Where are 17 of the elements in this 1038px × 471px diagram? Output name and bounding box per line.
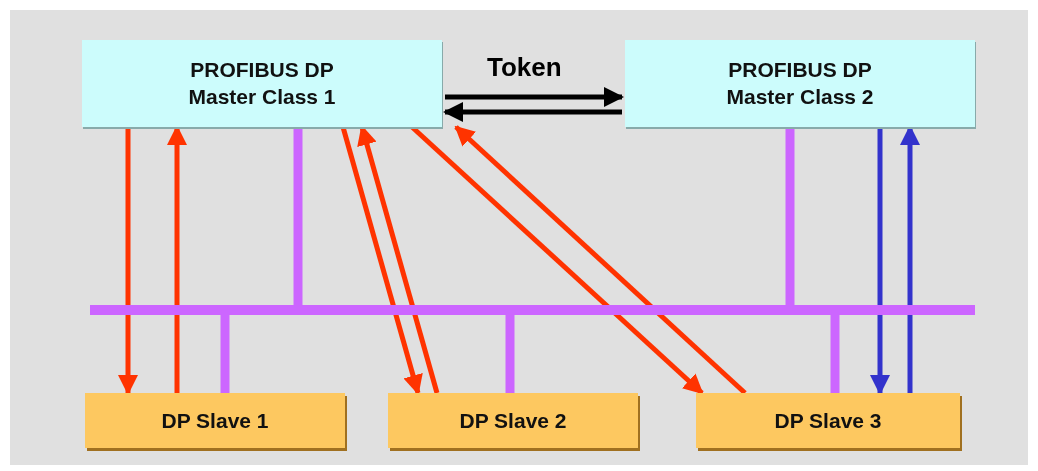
arrow	[443, 102, 622, 122]
arrow	[454, 125, 747, 395]
bus-line	[293, 127, 303, 305]
slave-box: DP Slave 1	[85, 393, 345, 448]
arrow	[870, 127, 890, 395]
master-box: PROFIBUS DP Master Class 2	[625, 40, 975, 127]
master-box: PROFIBUS DP Master Class 1	[82, 40, 442, 127]
slave-box: DP Slave 2	[388, 393, 638, 448]
bus-line	[505, 315, 515, 393]
arrow	[445, 87, 624, 107]
bus-line	[785, 127, 795, 305]
arrow	[118, 127, 138, 395]
bus-bar	[90, 305, 975, 315]
bus-line	[830, 315, 840, 393]
slave-box: DP Slave 3	[696, 393, 960, 448]
bus-line	[220, 315, 230, 393]
arrow	[340, 126, 423, 395]
